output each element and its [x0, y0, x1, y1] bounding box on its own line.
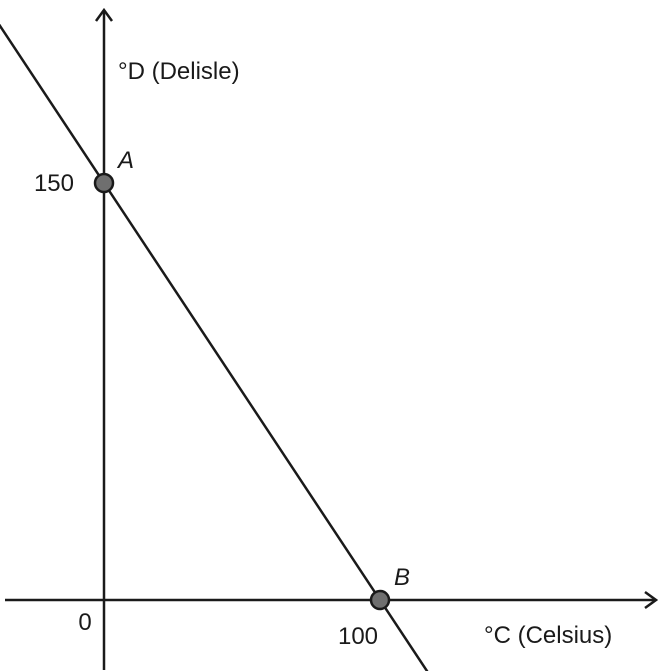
point-b	[369, 589, 391, 611]
series-layer	[0, 23, 429, 671]
x-axis-label: °C (Celsius)	[484, 622, 612, 649]
point-label-a: A	[116, 147, 134, 174]
y-tick-label: 150	[34, 170, 74, 197]
y-axis-label: °D (Delisle)	[118, 58, 240, 85]
points-layer	[93, 172, 391, 611]
point-label-b: B	[394, 564, 410, 591]
axes	[5, 7, 658, 670]
x-tick-label: 100	[338, 623, 378, 650]
y-axis-arrowhead	[94, 7, 114, 22]
origin-tick-label: 0	[78, 609, 91, 636]
x-axis-arrowhead	[644, 590, 658, 610]
point-a	[93, 172, 115, 194]
series-line-0	[0, 23, 429, 671]
labels-layer: °D (Delisle) °C (Celsius) 0 A B 150 100	[34, 58, 612, 650]
